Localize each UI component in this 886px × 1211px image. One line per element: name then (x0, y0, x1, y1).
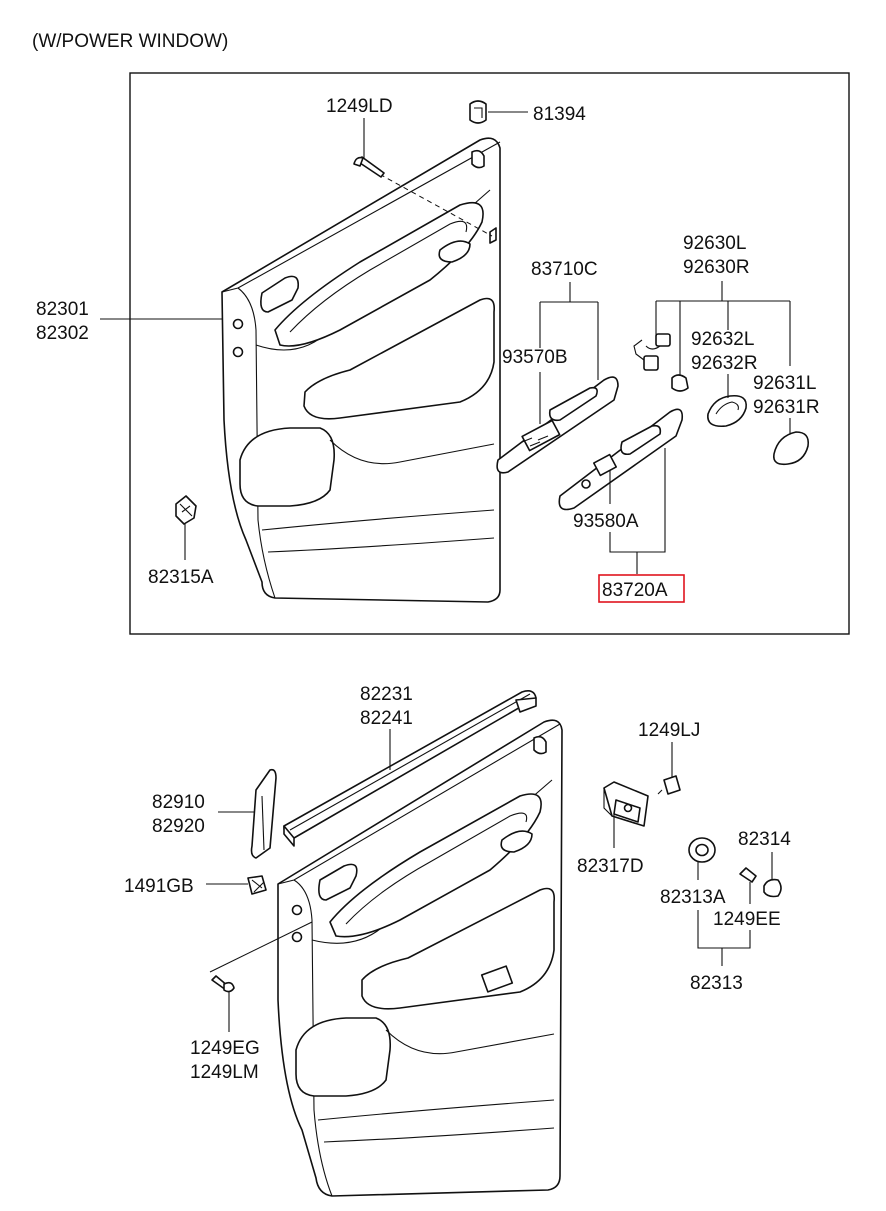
bracket-83710C (539, 282, 599, 424)
garnish-icon[interactable] (250, 768, 277, 859)
highlight-box-83720A (598, 574, 685, 603)
power-window-switch-rear[interactable] (558, 408, 684, 511)
label-82920: 82920 (152, 816, 205, 837)
label-83720A[interactable]: 83720A (602, 580, 668, 601)
screw-1249LD-icon[interactable] (353, 156, 385, 178)
fastener-82315A-icon[interactable] (175, 495, 197, 525)
label-1249LJ: 1249LJ (638, 720, 700, 741)
label-82231: 82231 (360, 684, 413, 705)
lamp-cover-icon[interactable] (772, 431, 810, 466)
door-trim-panel-upper[interactable] (221, 137, 501, 603)
label-92632L: 92632L (691, 329, 754, 350)
label-92632R: 92632R (691, 353, 758, 374)
label-82302: 82302 (36, 323, 89, 344)
screw-1249LJ-icon[interactable] (657, 775, 681, 795)
label-82910: 82910 (152, 792, 205, 813)
cap-82314-icon[interactable] (763, 878, 782, 898)
label-1249LM: 1249LM (190, 1062, 259, 1083)
label-82315A: 82315A (148, 567, 214, 588)
label-93570B: 93570B (502, 347, 568, 368)
label-92631R: 92631R (753, 397, 820, 418)
label-82317D: 82317D (577, 856, 644, 877)
clip-1491GB-icon[interactable] (247, 875, 267, 895)
bracket-82313 (697, 910, 751, 966)
grommet-82313A-icon[interactable] (688, 837, 716, 863)
door-trim-panel-lower[interactable] (277, 719, 563, 1197)
label-82313A: 82313A (660, 887, 726, 908)
lamp-socket-icon[interactable] (633, 333, 671, 371)
lamp-bulb-icon[interactable] (671, 374, 689, 392)
lamp-lens-icon[interactable] (707, 394, 747, 428)
label-1491GB: 1491GB (124, 876, 194, 897)
cap-81394-icon[interactable] (469, 100, 487, 124)
weatherstrip-icon[interactable] (283, 690, 537, 847)
label-82241: 82241 (360, 708, 413, 729)
label-93580A: 93580A (573, 511, 639, 532)
label-1249LD: 1249LD (326, 96, 393, 117)
screw-1249LD-path (371, 169, 493, 237)
screw-1249EE-icon[interactable] (739, 867, 757, 883)
label-81394: 81394 (533, 104, 586, 125)
screw-lower-path (209, 921, 313, 973)
diagram-title: (W/POWER WINDOW) (32, 31, 228, 52)
label-92631L: 92631L (753, 373, 816, 394)
label-92630R: 92630R (683, 257, 750, 278)
label-1249EG: 1249EG (190, 1038, 260, 1059)
power-window-switch-front[interactable] (496, 376, 619, 474)
label-82313: 82313 (690, 973, 743, 994)
upper-group-frame (129, 72, 850, 635)
label-83710C: 83710C (531, 259, 598, 280)
bracket-82317D-icon[interactable] (603, 781, 649, 827)
label-92630L: 92630L (683, 233, 746, 254)
label-1249EE: 1249EE (713, 909, 781, 930)
bracket-83720A (609, 448, 666, 574)
label-82314: 82314 (738, 829, 791, 850)
screw-1249EG-icon[interactable] (211, 975, 235, 993)
bracket-92630 (655, 281, 791, 376)
label-82301: 82301 (36, 299, 89, 320)
